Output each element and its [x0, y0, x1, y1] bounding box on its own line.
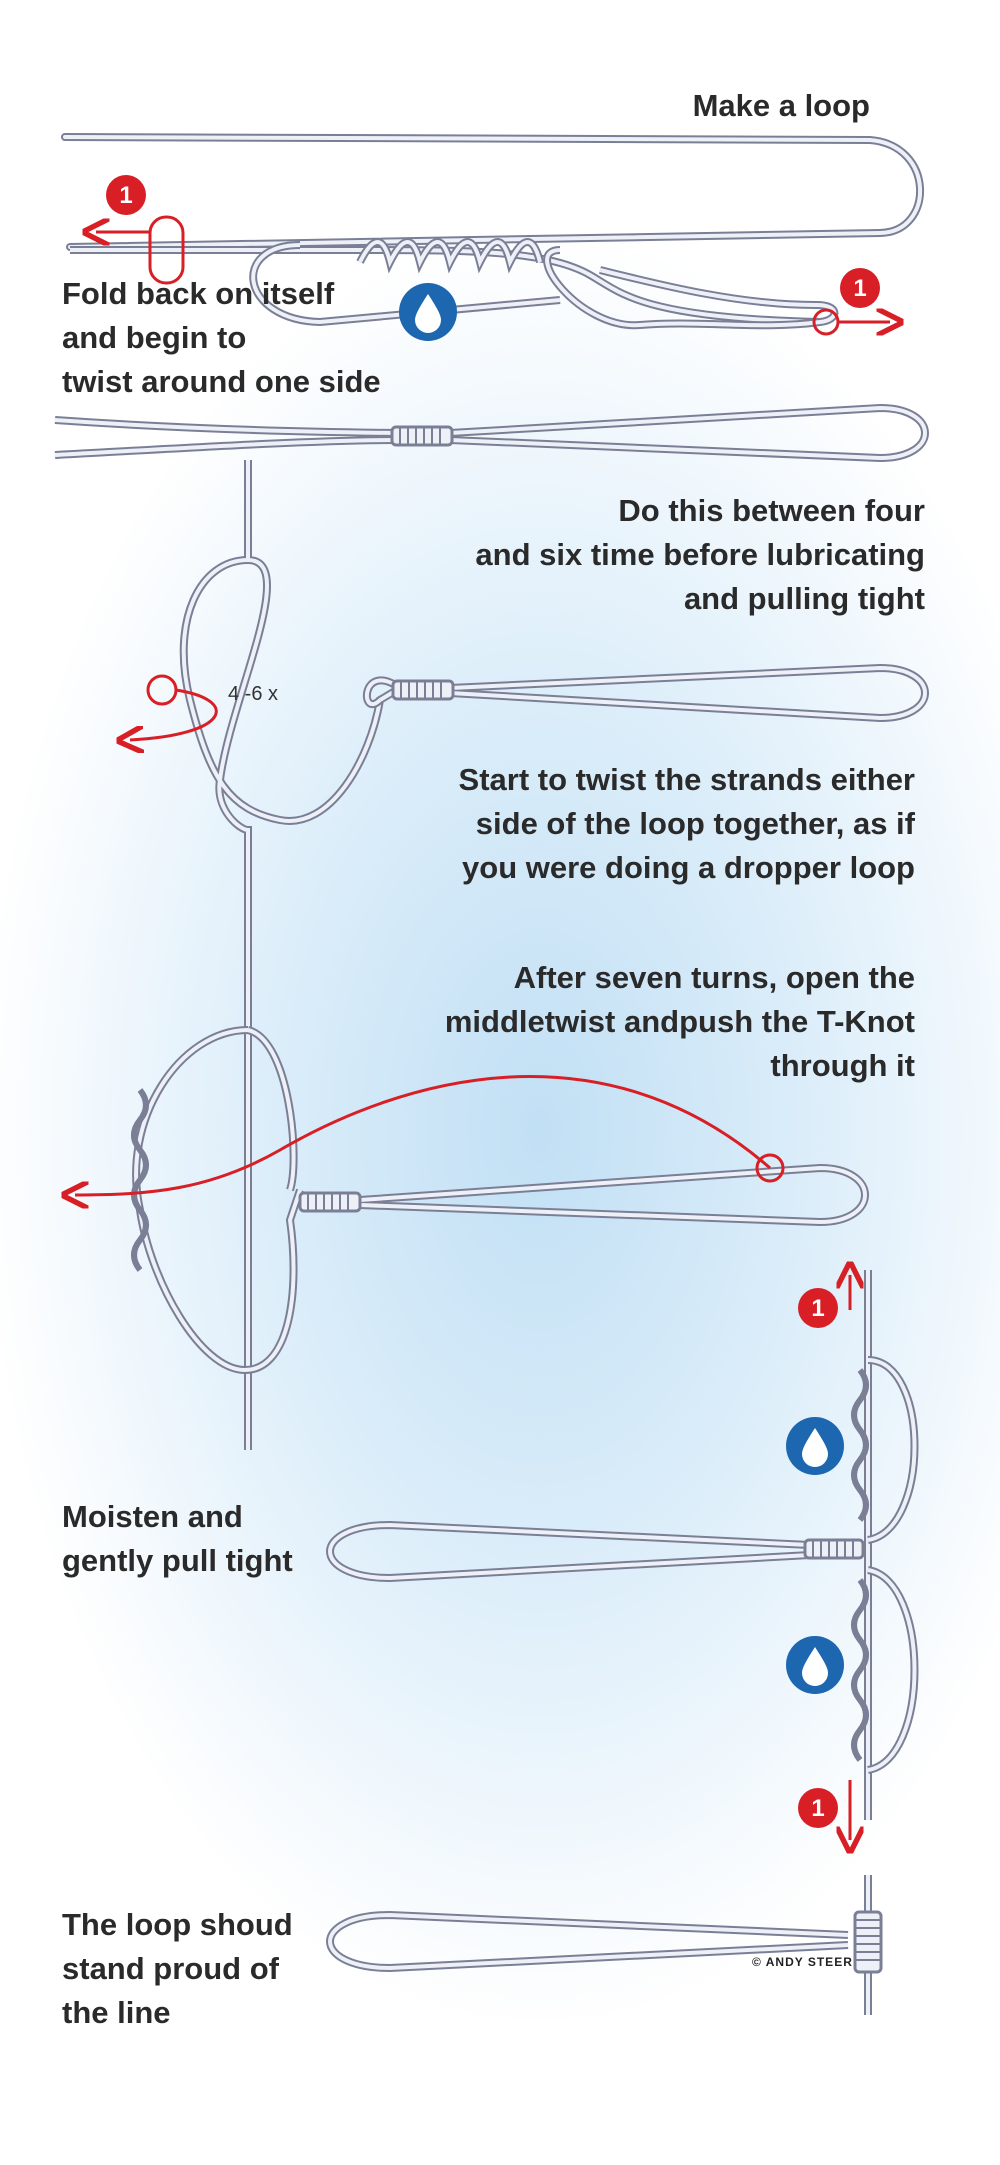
svg-text:1: 1: [811, 1295, 824, 1322]
water-drop-icon: [786, 1636, 844, 1694]
water-drop-icon: [786, 1417, 844, 1475]
caption-start-twist: Start to twist the strands either side o…: [458, 762, 915, 885]
caption-stand-proud: The loop shoud stand proud of the line: [62, 1907, 293, 2030]
svg-text:1: 1: [119, 182, 132, 209]
step-badge-icon: 1: [840, 268, 880, 308]
step5-push-through: [75, 1026, 869, 1375]
copyright-credit: © ANDY STEER: [752, 1955, 853, 1969]
step3-twisted-loop: [54, 403, 929, 463]
caption-make-loop: Make a loop: [692, 88, 870, 123]
step1-loop: [61, 133, 925, 251]
step-badge-icon: 1: [798, 1788, 838, 1828]
step7-final-loop: [326, 1875, 883, 2015]
water-drop-icon: [399, 283, 457, 341]
repeat-count-label: 4 -6 x: [228, 683, 278, 705]
svg-text:1: 1: [811, 1795, 824, 1822]
caption-four-to-six: Do this between four and six time before…: [475, 493, 925, 616]
step2-fold-twist: [70, 215, 890, 336]
svg-text:1: 1: [853, 275, 866, 302]
step4-open-loop: [130, 460, 929, 1450]
caption-fold-back: Fold back on itself and begin to twist a…: [62, 276, 381, 399]
step-badge-icon: 1: [798, 1288, 838, 1328]
step-badge-icon: 1: [106, 175, 146, 215]
caption-seven-turns: After seven turns, open the middletwist …: [444, 960, 915, 1083]
caption-moisten: Moisten and gently pull tight: [62, 1499, 293, 1578]
step6-pull-tight: [326, 1270, 919, 1840]
